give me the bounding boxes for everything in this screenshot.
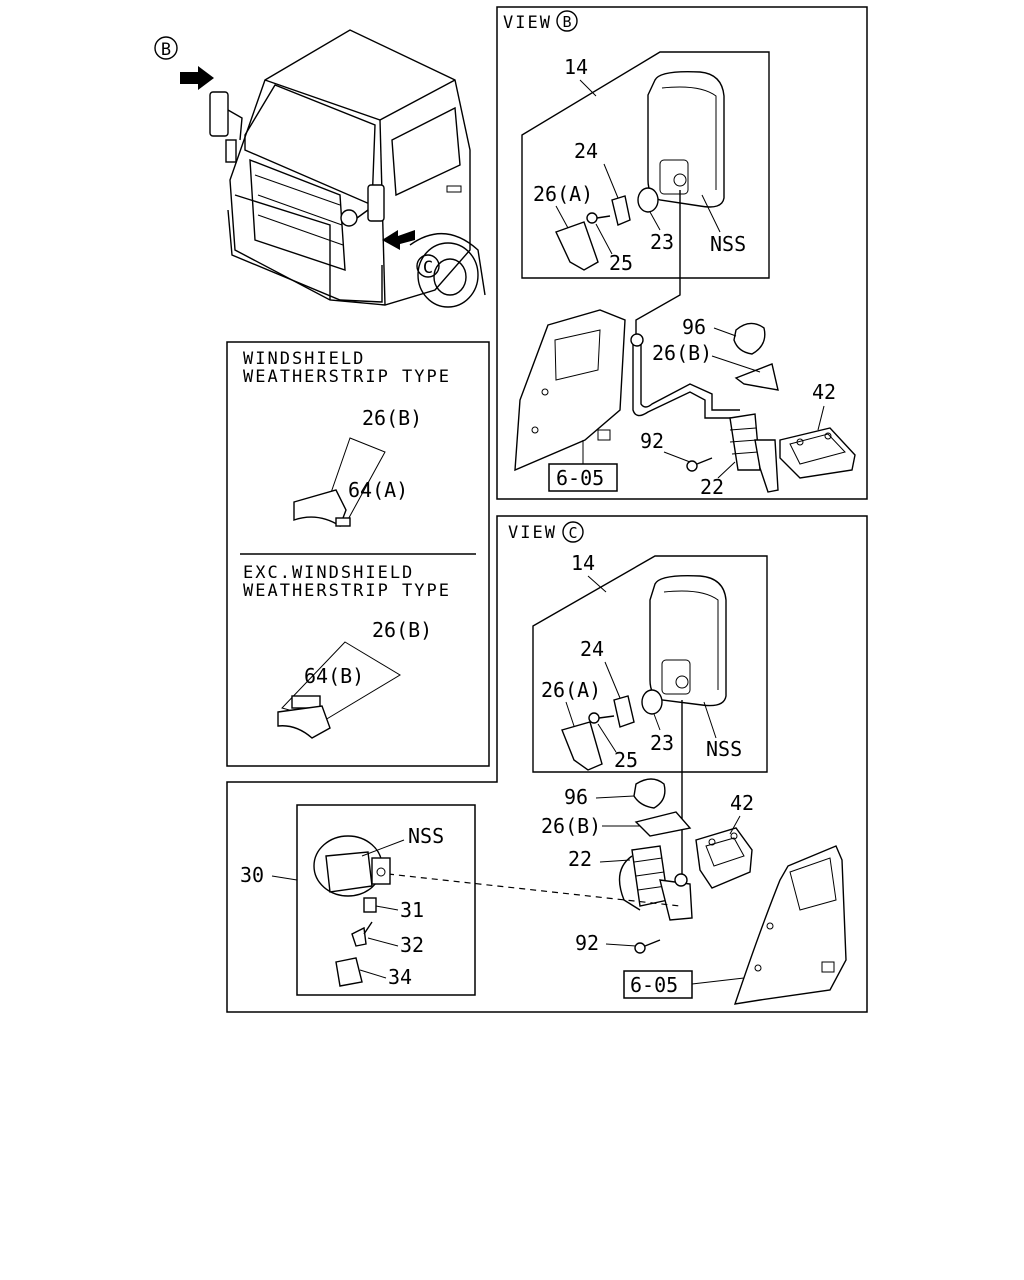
view-c-label-24: 24 bbox=[580, 637, 604, 661]
view-b-title: VIEW bbox=[503, 13, 552, 33]
view-b-label-42: 42 bbox=[812, 380, 836, 404]
inset-30-panel: 30 NSS 31 32 34 bbox=[240, 804, 476, 996]
marker-b: B bbox=[161, 40, 171, 60]
view-c-marker: C bbox=[568, 524, 577, 542]
view-b-label-14: 14 bbox=[564, 55, 588, 79]
marker-b-circle-icon bbox=[154, 36, 178, 60]
weatherstrip-panel: WINDSHIELD WEATHERSTRIP TYPE 26(B) 64(A)… bbox=[226, 341, 490, 767]
view-c-arrow-icon bbox=[382, 230, 415, 250]
view-b-marker-icon bbox=[556, 10, 578, 32]
view-b-marker: B bbox=[562, 13, 571, 31]
view-b-ref: 6-05 bbox=[556, 466, 604, 490]
view-b-label-25: 25 bbox=[609, 251, 633, 275]
view-b-label-96: 96 bbox=[682, 315, 706, 339]
view-c-marker-icon bbox=[562, 521, 584, 543]
view-b-label-24: 24 bbox=[574, 139, 598, 163]
view-b-label-26b: 26(B) bbox=[652, 341, 712, 365]
view-c-label-14: 14 bbox=[571, 551, 595, 575]
type1-part-26b: 26(B) bbox=[362, 406, 422, 430]
view-b-label-92: 92 bbox=[640, 429, 664, 453]
truck-cab-illustration: B C bbox=[154, 29, 486, 308]
view-c-label-26a: 26(A) bbox=[541, 678, 601, 702]
view-c-title: VIEW bbox=[508, 523, 557, 543]
type2-line1: EXC.WINDSHIELD bbox=[243, 563, 414, 583]
view-b-label-nss: NSS bbox=[710, 232, 746, 256]
type2-part-64b: 64(B) bbox=[304, 664, 364, 688]
view-c-label-nss: NSS bbox=[706, 737, 742, 761]
type2-line2: WEATHERSTRIP TYPE bbox=[243, 581, 451, 601]
view-c-label-92: 92 bbox=[575, 931, 599, 955]
view-c-ref: 6-05 bbox=[630, 973, 678, 997]
view-b-label-22: 22 bbox=[700, 475, 724, 499]
type2-part-26b: 26(B) bbox=[372, 618, 432, 642]
view-b-label-26a: 26(A) bbox=[533, 182, 593, 206]
type1-line2: WEATHERSTRIP TYPE bbox=[243, 367, 451, 387]
inset-label-32: 32 bbox=[400, 933, 424, 957]
inset-label-34: 34 bbox=[388, 965, 412, 989]
inset-label-31: 31 bbox=[400, 898, 424, 922]
inset-label-nss: NSS bbox=[408, 824, 444, 848]
view-c-ref-box bbox=[623, 970, 693, 999]
view-c-label-26b: 26(B) bbox=[541, 814, 601, 838]
marker-c: C bbox=[423, 258, 433, 278]
view-c-label-23: 23 bbox=[650, 731, 674, 755]
type1-line1: WINDSHIELD bbox=[243, 349, 365, 369]
view-c-label-96: 96 bbox=[564, 785, 588, 809]
view-c-panel: VIEW C 14 NSS 24 23 25 26(A) 96 26 bbox=[226, 515, 868, 1013]
view-b-panel: VIEW B 14 NSS 24 23 25 26(A) bbox=[496, 6, 868, 500]
view-c-label-25: 25 bbox=[614, 748, 638, 772]
marker-c-circle-icon bbox=[416, 254, 440, 278]
view-c-label-42: 42 bbox=[730, 791, 754, 815]
view-b-arrow-icon bbox=[180, 66, 214, 90]
inset-label-30: 30 bbox=[240, 863, 264, 887]
view-b-label-23: 23 bbox=[650, 230, 674, 254]
view-c-label-22: 22 bbox=[568, 847, 592, 871]
type1-part-64a: 64(A) bbox=[348, 478, 408, 502]
